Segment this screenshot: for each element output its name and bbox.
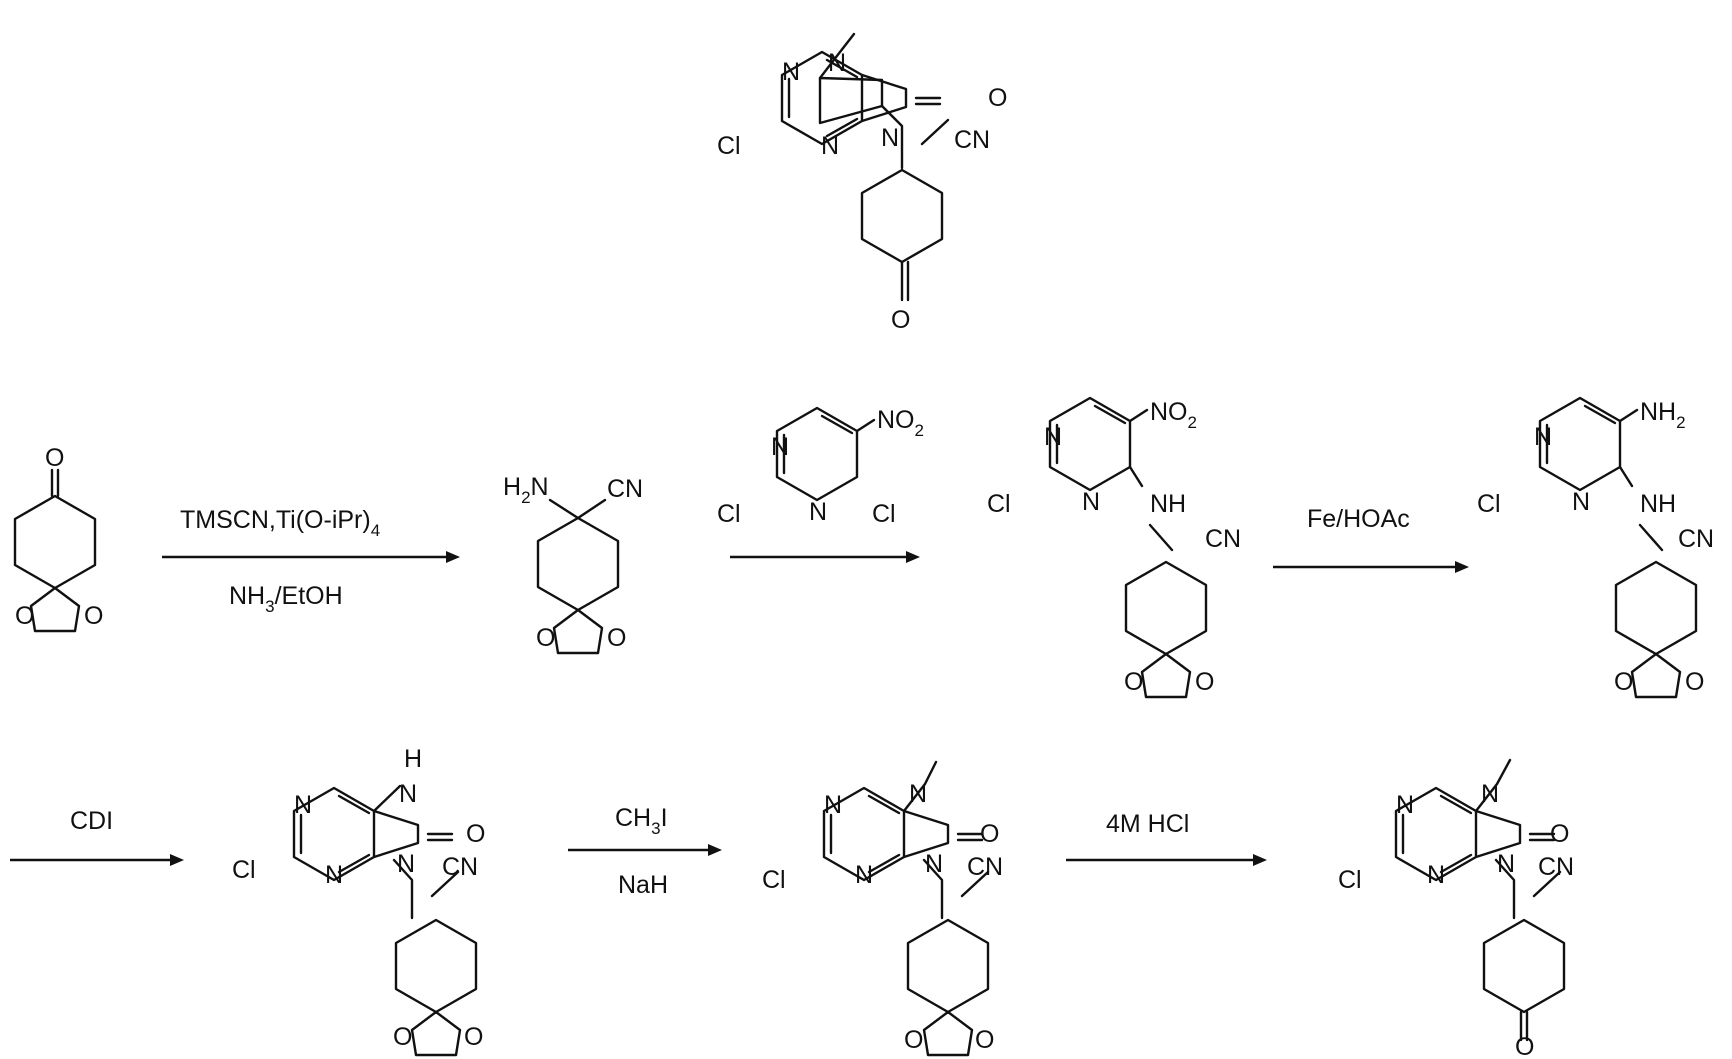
purinone-nh: H N N O Cl N N CN O O [232, 745, 485, 1055]
atom-nh: NH [1640, 490, 1676, 518]
nitro-intermediate: N N NO2 Cl NH CN O O [987, 398, 1241, 697]
atom-n: N [325, 861, 343, 889]
atom-o: O [84, 602, 103, 630]
atom-n: N [1427, 861, 1445, 889]
atom-cn: CN [442, 853, 478, 881]
atom-cn: CN [1538, 853, 1574, 881]
reagent-top: CDI [70, 807, 113, 835]
atom-o: O [536, 624, 555, 652]
atom-amine: NH2 [1640, 398, 1686, 432]
reaction-arrow: CDI [10, 807, 184, 866]
atom-o: O [891, 306, 910, 334]
reaction-arrow: Fe/HOAc [1273, 505, 1469, 573]
final-product: N N O Cl N N CN O [1338, 760, 1574, 1059]
atom-cl: Cl [987, 490, 1011, 518]
atom-cl: Cl [1477, 490, 1501, 518]
reagent-top: Fe/HOAc [1307, 505, 1410, 533]
atom-o: O [466, 820, 485, 848]
atom-n: N [1082, 488, 1100, 516]
atom-o: O [607, 624, 626, 652]
atom-o: O [1195, 668, 1214, 696]
atom-cn: CN [1205, 525, 1241, 553]
atom-h: H [404, 745, 422, 773]
atom-cn: CN [1678, 525, 1714, 553]
atom-n: N [771, 433, 789, 461]
atom-nitro: NO2 [1150, 398, 1197, 432]
amino-intermediate: N N NH2 Cl NH CN O O [1477, 398, 1714, 697]
reagent-bottom: NH3/EtOH [229, 582, 343, 616]
atom-n: N [821, 132, 839, 160]
atom-n: N [397, 850, 415, 878]
atom-cn: CN [954, 126, 990, 154]
reagent-bottom: NaH [618, 871, 668, 899]
atom-o: O [975, 1026, 994, 1054]
atom-o: O [1124, 668, 1143, 696]
atom-n: N [1481, 780, 1499, 808]
atom-o: O [904, 1026, 923, 1054]
atom-o: O [15, 602, 34, 630]
atom-cn: CN [607, 475, 643, 503]
atom-cl: Cl [1338, 866, 1362, 894]
atom-n: N [399, 780, 417, 808]
atom-n: N [828, 49, 846, 77]
atom-n: N [909, 780, 927, 808]
atom-n: N [1396, 791, 1414, 819]
atom-o: O [1614, 668, 1633, 696]
atom-n: N [1534, 423, 1552, 451]
reaction-arrow [730, 551, 920, 563]
reaction-arrow: TMSCN,Ti(O-iPr)4 NH3/EtOH [162, 506, 460, 616]
purinone-methyl: N N O Cl N N CN O O [762, 762, 1003, 1055]
start-material: O O O [15, 444, 103, 631]
reagent-top: CH3I [615, 804, 668, 838]
atom-n: N [855, 861, 873, 889]
atom-cl: Cl [717, 132, 741, 160]
atom-n: N [881, 124, 899, 152]
atom-n: N [782, 58, 800, 86]
atom-o: O [393, 1023, 412, 1051]
atom-cl: Cl [717, 500, 741, 528]
atom-n: N [1572, 488, 1590, 516]
reagent-top: 4M HCl [1106, 810, 1189, 838]
atom-nitro: NO2 [877, 406, 924, 440]
atom-cl: Cl [872, 500, 896, 528]
atom-cn: CN [967, 853, 1003, 881]
atom-n: N [1497, 850, 1515, 878]
atom-o: O [988, 84, 1007, 112]
atom-cl: Cl [232, 856, 256, 884]
atom-n: N [824, 791, 842, 819]
atom-nh: NH [1150, 490, 1186, 518]
atom-o: O [980, 820, 999, 848]
atom-o: O [1515, 1033, 1534, 1059]
reagent-dichloronitropyrimidine: N N NO2 Cl Cl [717, 406, 924, 528]
atom-o: O [1685, 668, 1704, 696]
atom-n: N [809, 498, 827, 526]
target-molecule: N N O Cl N N CN O [717, 34, 1007, 334]
atom-n: N [1044, 423, 1062, 451]
amino-nitrile: H2N CN O O [503, 473, 643, 653]
atom-o: O [464, 1023, 483, 1051]
atom-o: O [1550, 820, 1569, 848]
atom-cl: Cl [762, 866, 786, 894]
atom-h2n: H2N [503, 473, 549, 507]
reaction-arrow: 4M HCl [1066, 810, 1267, 866]
atom-n: N [925, 850, 943, 878]
atom-o: O [45, 444, 64, 472]
reagent-top: TMSCN,Ti(O-iPr)4 [180, 506, 380, 540]
atom-n: N [294, 791, 312, 819]
reaction-arrow: CH3I NaH [568, 804, 722, 899]
